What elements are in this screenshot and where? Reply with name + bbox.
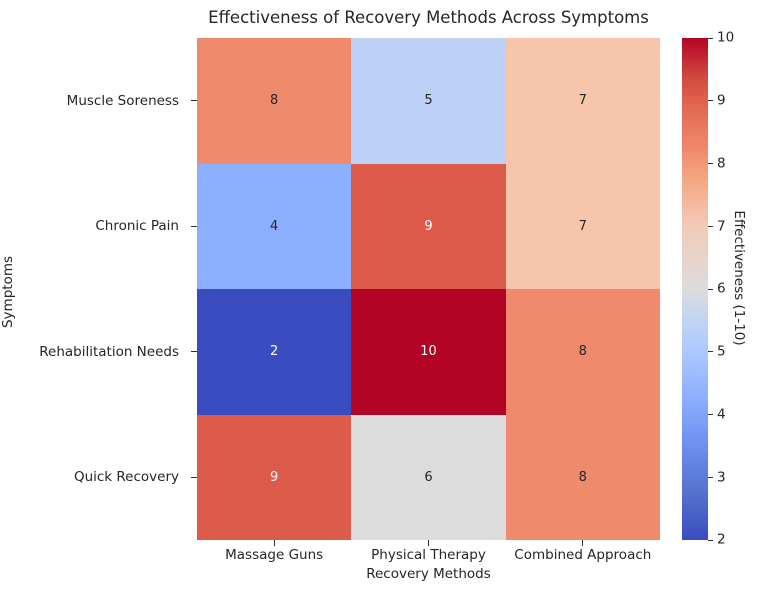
colorbar-tick-label: 8 <box>717 155 726 172</box>
heatmap-cell-value: 8 <box>578 469 587 485</box>
heatmap-cell-value: 8 <box>270 93 279 109</box>
x-axis-tick-marks <box>197 540 660 546</box>
colorbar-tick-label: 6 <box>717 280 726 297</box>
y-axis-tick-labels: Muscle Soreness Chronic Pain Rehabilitat… <box>0 38 188 540</box>
colorbar-tick-label: 4 <box>717 406 726 423</box>
colorbar-tick-mark <box>708 37 713 39</box>
colorbar-tick-mark <box>708 288 713 290</box>
colorbar-tick-mark <box>708 100 713 102</box>
heatmap-cell-value: 9 <box>270 469 279 485</box>
colorbar: 2 3 4 5 6 7 8 9 10 <box>682 31 734 546</box>
heatmap-cell-value: 8 <box>578 344 587 360</box>
x-tick-mark <box>506 540 660 546</box>
y-axis-tick-marks <box>191 38 197 540</box>
x-axis-tick-labels: Massage Guns Physical Therapy Combined A… <box>197 547 660 567</box>
heatmap-cell-value: 2 <box>270 344 279 360</box>
page-title: Effectiveness of Recovery Methods Across… <box>208 8 649 27</box>
heatmap-cell-value: 9 <box>424 218 433 234</box>
colorbar-tick-mark <box>708 351 713 353</box>
y-tick-mark <box>191 38 197 164</box>
heatmap-cell-value: 7 <box>578 93 587 109</box>
x-tick-label: Physical Therapy <box>371 547 486 563</box>
heatmap-cell: 8 <box>505 414 660 540</box>
x-axis-label: Recovery Methods <box>366 566 491 582</box>
colorbar-tick-mark <box>708 163 713 164</box>
colorbar-tick-mark <box>708 476 713 478</box>
heatmap-cell: 10 <box>351 289 506 415</box>
heatmap-cell: 5 <box>351 38 506 164</box>
colorbar-tick-label: 7 <box>717 218 726 234</box>
colorbar-tick-labels: 2 3 4 5 6 7 8 9 10 <box>708 31 742 546</box>
x-tick-mark <box>197 540 351 546</box>
colorbar-tick-label: 5 <box>717 343 726 360</box>
heatmap-grid: 8 5 7 4 9 7 2 10 8 9 6 8 <box>197 38 660 540</box>
heatmap-cell: 6 <box>351 414 506 540</box>
colorbar-tick-label: 9 <box>717 92 726 109</box>
x-tick-label: Massage Guns <box>225 547 324 563</box>
heatmap-cell: 8 <box>197 38 352 164</box>
colorbar-label: Effectiveness (1-10) <box>731 210 747 346</box>
colorbar-tick-mark <box>708 414 713 415</box>
heatmap-cell: 9 <box>197 414 352 540</box>
x-tick-label: Combined Approach <box>514 547 652 563</box>
heatmap-cell-value: 4 <box>270 218 279 234</box>
y-tick-label: Muscle Soreness <box>66 92 179 109</box>
colorbar-tick-mark <box>708 225 713 227</box>
heatmap-cell-value: 7 <box>578 218 587 234</box>
heatmap-cell: 8 <box>505 289 660 415</box>
y-tick-label: Quick Recovery <box>73 469 179 486</box>
heatmap-cell: 4 <box>197 163 352 289</box>
colorbar-tick-mark <box>708 539 713 541</box>
colorbar-tick-label: 2 <box>717 531 726 548</box>
heatmap-cell-value: 6 <box>424 469 433 485</box>
heatmap-cell-value: 5 <box>424 93 433 109</box>
heatmap-cell: 9 <box>351 163 506 289</box>
heatmap-cell: 7 <box>505 163 660 289</box>
x-tick-mark <box>351 540 505 546</box>
heatmap-cell: 7 <box>505 38 660 164</box>
y-tick-mark <box>191 289 197 415</box>
colorbar-tick-label: 3 <box>717 469 726 485</box>
heatmap-cell: 2 <box>197 289 352 415</box>
colorbar-tick-label: 10 <box>717 29 735 46</box>
heatmap-cell-value: 10 <box>420 344 437 360</box>
y-tick-mark <box>191 164 197 290</box>
y-tick-mark <box>191 415 197 541</box>
y-tick-label: Chronic Pain <box>95 218 179 235</box>
colorbar-gradient <box>682 38 708 540</box>
y-tick-label: Rehabilitation Needs <box>39 343 179 360</box>
